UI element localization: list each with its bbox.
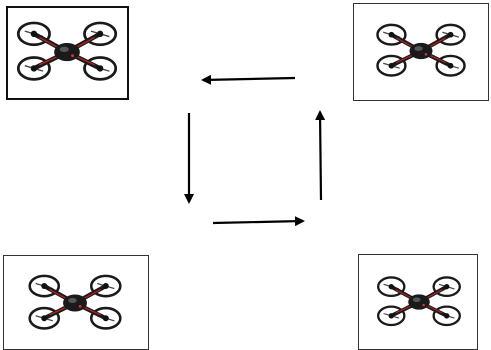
arrow-bottom-right-to-top-right bbox=[315, 110, 326, 201]
node-bottom-right-frame bbox=[358, 254, 478, 350]
node-top-right-frame bbox=[353, 3, 489, 101]
arrow-bottom-left-to-bottom-right bbox=[212, 216, 305, 227]
node-top-left-frame bbox=[6, 6, 129, 100]
arrow-top-right-to-top-left bbox=[201, 74, 296, 85]
